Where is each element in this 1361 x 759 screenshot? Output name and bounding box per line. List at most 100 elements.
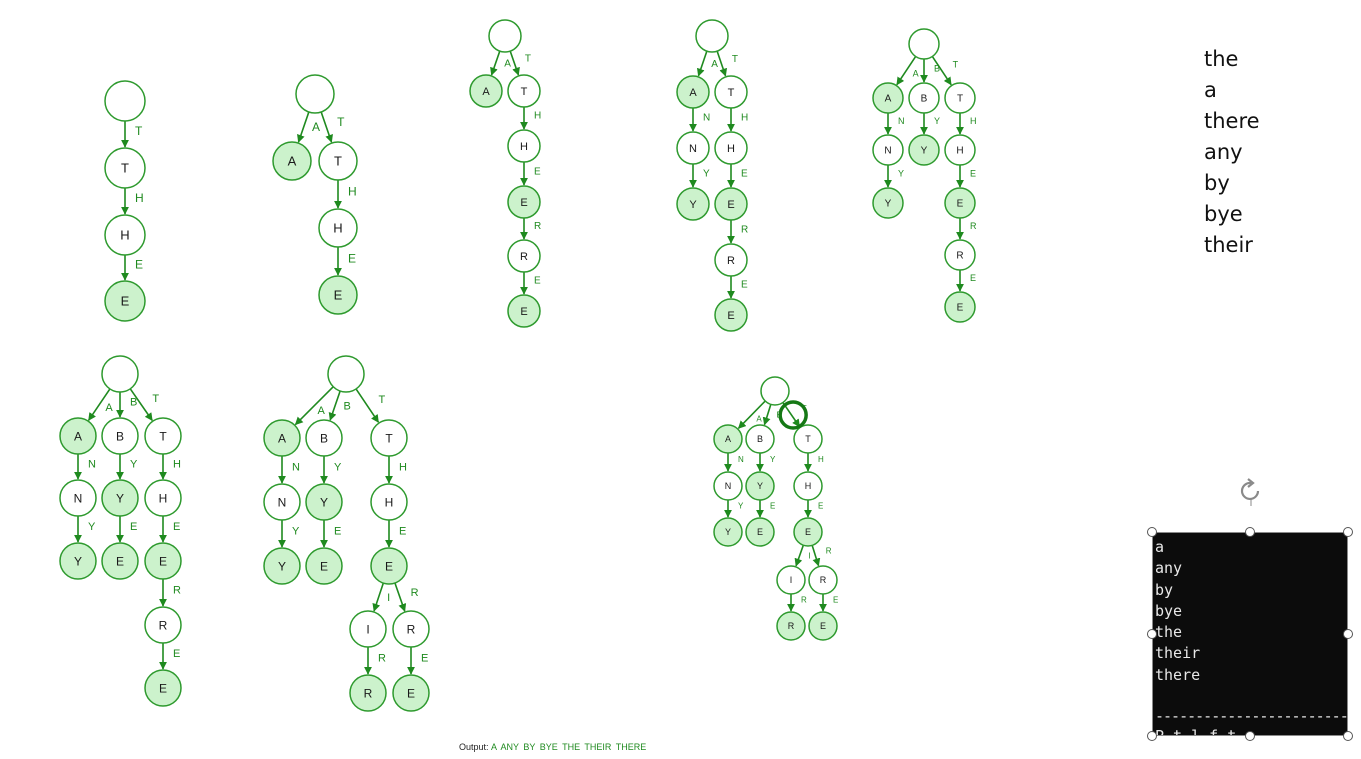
trie-node-label: T bbox=[521, 86, 528, 98]
trie-node bbox=[392, 610, 430, 648]
trie-node bbox=[507, 129, 541, 163]
trie-node bbox=[318, 141, 358, 181]
output-value: A ANY BY BYE THE THEIR THERE bbox=[491, 742, 647, 752]
trie-terminal-node bbox=[104, 280, 146, 322]
trie-node bbox=[104, 214, 146, 256]
trie-root-node bbox=[488, 19, 522, 53]
trie-node-label: E bbox=[727, 199, 734, 211]
trie-edge-label: E bbox=[173, 521, 180, 533]
console-line: a bbox=[1155, 538, 1165, 556]
resize-handle-top-right[interactable] bbox=[1343, 527, 1353, 537]
trie-edge-label: E bbox=[173, 648, 180, 660]
trie-terminal-node bbox=[745, 517, 775, 547]
trie-node bbox=[714, 75, 748, 109]
trie-node-label: Y bbox=[921, 146, 928, 157]
trie-terminal-node bbox=[392, 674, 430, 712]
trie-terminal-node bbox=[144, 669, 182, 707]
trie-node-label: A bbox=[278, 431, 286, 445]
trie-terminal-node bbox=[59, 417, 97, 455]
trie-node-label: E bbox=[520, 197, 527, 209]
trie-node-label: Y bbox=[689, 199, 697, 211]
trie-node-label: Y bbox=[757, 481, 763, 491]
trie-node bbox=[808, 565, 838, 595]
console-line: by bbox=[1155, 580, 1174, 599]
trie-node-label: A bbox=[689, 87, 697, 99]
trie-node bbox=[370, 483, 408, 521]
trie-node-label: T bbox=[159, 429, 167, 443]
trie-node-label: R bbox=[788, 621, 795, 631]
trie-edge-label: N bbox=[898, 116, 905, 126]
resize-handle-bottom-right[interactable] bbox=[1343, 731, 1353, 741]
trie-node-label: Y bbox=[116, 491, 124, 505]
trie-node-label: T bbox=[957, 94, 963, 105]
trie-node bbox=[318, 208, 358, 248]
resize-handle-left[interactable] bbox=[1147, 629, 1157, 639]
trie-node-label: Y bbox=[74, 554, 82, 568]
trie-terminal-node bbox=[305, 547, 343, 585]
trie-terminal-node bbox=[714, 298, 748, 332]
trie-node bbox=[507, 239, 541, 273]
output-label: Output: bbox=[459, 742, 489, 752]
trie-node bbox=[944, 82, 976, 114]
trie-terminal-node bbox=[370, 547, 408, 585]
trie-edge-label: A bbox=[913, 68, 919, 78]
word-item: a bbox=[1204, 78, 1217, 102]
trie-terminal-node bbox=[745, 471, 775, 501]
trie-terminal-node bbox=[272, 141, 312, 181]
trie-edge-label: E bbox=[741, 280, 748, 291]
trie-node-label: N bbox=[689, 143, 697, 155]
traversal-highlight-ring bbox=[778, 400, 808, 430]
trie-edge bbox=[87, 388, 111, 421]
trie-edge bbox=[372, 582, 385, 612]
resize-handle-bottom-left[interactable] bbox=[1147, 731, 1157, 741]
console-line: their bbox=[1155, 644, 1201, 663]
trie-node-label: E bbox=[520, 306, 527, 318]
trie-edge-label: Y bbox=[770, 455, 776, 464]
trie-node-label: R bbox=[956, 251, 963, 262]
trie-node bbox=[101, 417, 139, 455]
trie-edge-label: H bbox=[970, 116, 977, 126]
trie-terminal-node bbox=[808, 611, 838, 641]
trie-root-node bbox=[295, 74, 335, 114]
trie-edge-label: E bbox=[399, 526, 406, 538]
trie-node-label: I bbox=[790, 575, 793, 585]
console-separator: -------------------------- bbox=[1155, 707, 1348, 725]
word-item: there bbox=[1204, 109, 1260, 133]
trie-node bbox=[676, 131, 710, 165]
rotate-handle-icon[interactable] bbox=[1236, 476, 1266, 506]
trie-node bbox=[944, 134, 976, 166]
console-lines: a any by bye the their there bbox=[1155, 537, 1200, 686]
trie-node-label: Y bbox=[885, 199, 892, 210]
trie-edge-label: H bbox=[741, 112, 748, 123]
trie-edge-label: E bbox=[534, 276, 541, 287]
trie-node bbox=[370, 419, 408, 457]
trie-node-label: H bbox=[956, 146, 963, 157]
trie-node-label: T bbox=[121, 161, 129, 176]
resize-handle-right[interactable] bbox=[1343, 629, 1353, 639]
resize-handle-top[interactable] bbox=[1245, 527, 1255, 537]
trie-node bbox=[305, 419, 343, 457]
trie-node-label: E bbox=[121, 294, 130, 309]
resize-handle-bottom[interactable] bbox=[1245, 731, 1255, 741]
trie-node-label: E bbox=[757, 527, 763, 537]
trie-edge-label: R bbox=[741, 224, 748, 235]
trie-edge-label: B bbox=[130, 397, 137, 409]
trie-edge-label: E bbox=[334, 526, 341, 538]
trie-node-label: H bbox=[120, 228, 129, 243]
console-line: the bbox=[1155, 623, 1183, 642]
trie-node bbox=[714, 131, 748, 165]
trie-node-label: A bbox=[74, 429, 82, 443]
trie-edge-label: I bbox=[808, 552, 810, 561]
trie-terminal-node bbox=[908, 134, 940, 166]
console-output-window[interactable]: a any by bye the their there -----------… bbox=[1152, 532, 1348, 736]
trie-terminal-node bbox=[263, 419, 301, 457]
console-partial-line: P t l f t bbox=[1155, 727, 1237, 736]
trie-edge bbox=[394, 582, 407, 612]
trie-terminal-node bbox=[714, 187, 748, 221]
trie-edge-label: E bbox=[818, 502, 823, 511]
resize-handle-top-left[interactable] bbox=[1147, 527, 1157, 537]
